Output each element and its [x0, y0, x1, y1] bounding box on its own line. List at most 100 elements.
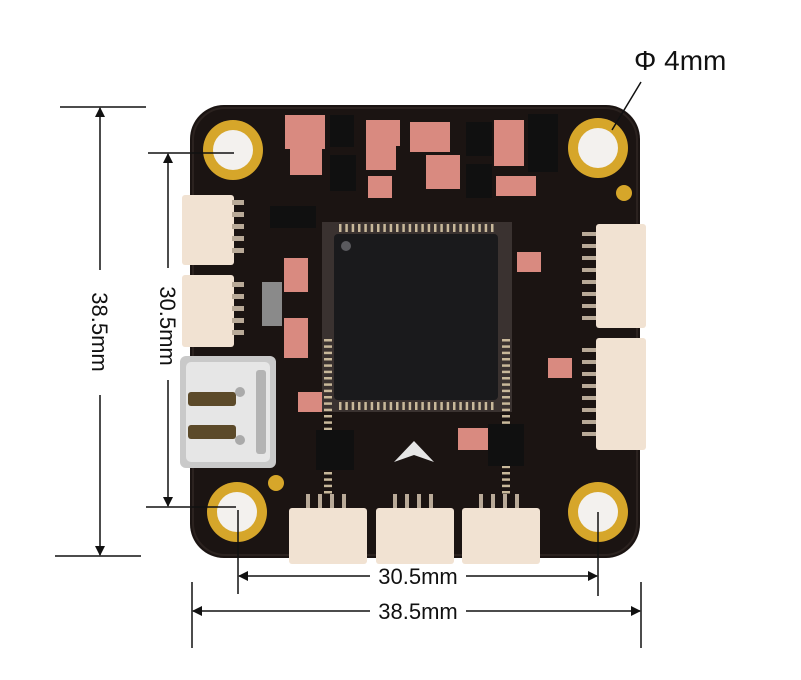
mcu-pin — [502, 472, 510, 475]
mcu-pin — [502, 465, 510, 469]
mcu-pin — [324, 339, 332, 342]
mcu-pin — [502, 389, 510, 393]
mcu-pin — [377, 402, 380, 410]
mcu-pin — [324, 415, 332, 418]
mcu-pin — [459, 224, 462, 232]
mcu-pin — [421, 224, 424, 232]
mcu-pin — [408, 402, 412, 410]
outer-height-label: 38.5mm — [87, 292, 112, 371]
mcu-pin — [502, 408, 510, 412]
mcu-pin — [502, 484, 510, 488]
mcu-pin — [324, 472, 332, 475]
mounting-width-label: 30.5mm — [378, 564, 457, 589]
connector-pins — [306, 494, 519, 508]
mcu-pin — [324, 370, 332, 374]
mcu-pin — [502, 339, 510, 342]
mcu-pin — [502, 396, 510, 399]
mcu-pin — [324, 383, 332, 386]
mcu-pin — [408, 224, 412, 232]
mcu-pin — [396, 224, 399, 232]
mcu-pin — [465, 224, 469, 232]
mcu-pin — [345, 402, 348, 410]
mcu-pin — [453, 224, 456, 232]
mcu-pin — [459, 402, 462, 410]
mcu-pin — [491, 224, 494, 232]
mcu-pin — [324, 484, 332, 488]
dimension-outer-width: 38.5mm — [191, 582, 642, 648]
dimension-hole-diameter: Φ 4mm — [611, 45, 726, 131]
mcu-pin — [415, 402, 418, 410]
mcu-pin — [383, 224, 386, 232]
dimension-outer-height: 38.5mm — [55, 106, 146, 557]
mcu-pin — [370, 224, 374, 232]
bottom-connector-1 — [289, 508, 367, 564]
usb-c-port — [180, 356, 276, 468]
mcu-pin — [377, 224, 380, 232]
mcu-pin — [364, 402, 367, 410]
mcu-pin — [324, 345, 332, 348]
bottom-connector-3 — [462, 508, 540, 564]
mcu-pin — [502, 377, 510, 380]
mounting-hole-bottom-left — [207, 482, 267, 542]
mcu-pin — [421, 402, 424, 410]
mcu-chip — [322, 222, 512, 494]
mounting-height-label: 30.5mm — [155, 286, 180, 365]
mcu-pin — [502, 478, 510, 481]
mcu-pin — [339, 402, 342, 410]
mcu-pin — [427, 224, 431, 232]
mcu-pin — [351, 224, 355, 232]
mcu-pin — [324, 389, 332, 393]
mcu-pin — [502, 491, 510, 494]
outer-width-label: 38.5mm — [378, 599, 457, 624]
mounting-hole-top-left — [203, 120, 263, 180]
mcu-pin — [502, 415, 510, 418]
flight-controller-board — [180, 105, 646, 564]
mcu-pin — [446, 402, 450, 410]
mcu-pin — [502, 383, 510, 386]
mcu-pin — [389, 224, 393, 232]
hole-diameter-label: Φ 4mm — [634, 45, 726, 76]
mcu-pin — [502, 364, 510, 367]
mcu-pin — [502, 402, 510, 405]
mcu-pin — [440, 224, 443, 232]
mcu-pin — [472, 224, 475, 232]
mcu-pin — [402, 402, 405, 410]
side-connector-right-1 — [596, 224, 646, 328]
side-connector-left-1 — [182, 195, 234, 265]
mcu-pin — [484, 402, 488, 410]
mcu-pin — [491, 402, 494, 410]
mcu-pin — [402, 224, 405, 232]
mcu-pin — [324, 478, 332, 481]
connector-pins — [232, 200, 244, 335]
mcu-pin — [324, 351, 332, 355]
mounting-hole-top-right — [568, 118, 628, 178]
mcu-pin — [324, 364, 332, 367]
mcu-pin — [484, 224, 488, 232]
mcu-pin — [440, 402, 443, 410]
mcu-pin — [502, 421, 510, 424]
mcu-pin — [453, 402, 456, 410]
mcu-pin — [324, 408, 332, 412]
side-connector-right-2 — [596, 338, 646, 450]
side-connector-left-2 — [182, 275, 234, 347]
mcu-pin — [358, 224, 361, 232]
mcu-pin — [396, 402, 399, 410]
mcu-pin — [434, 224, 437, 232]
mcu-pin — [478, 402, 481, 410]
mcu-pin — [427, 402, 431, 410]
mcu-pin — [502, 370, 510, 374]
bottom-connector-2 — [376, 508, 454, 564]
mcu-pin — [324, 491, 332, 494]
mcu-pin — [324, 358, 332, 361]
mcu-pin — [345, 224, 348, 232]
mcu-pin — [389, 402, 393, 410]
mcu-pin — [502, 358, 510, 361]
mcu-pin — [339, 224, 342, 232]
mcu-pin — [324, 402, 332, 405]
mcu-pin — [446, 224, 450, 232]
mcu-pin — [370, 402, 374, 410]
dimension-mounting-height: 30.5mm — [146, 152, 236, 508]
mcu-pin — [358, 402, 361, 410]
mcu-pin — [434, 402, 437, 410]
mcu-pin — [502, 345, 510, 348]
